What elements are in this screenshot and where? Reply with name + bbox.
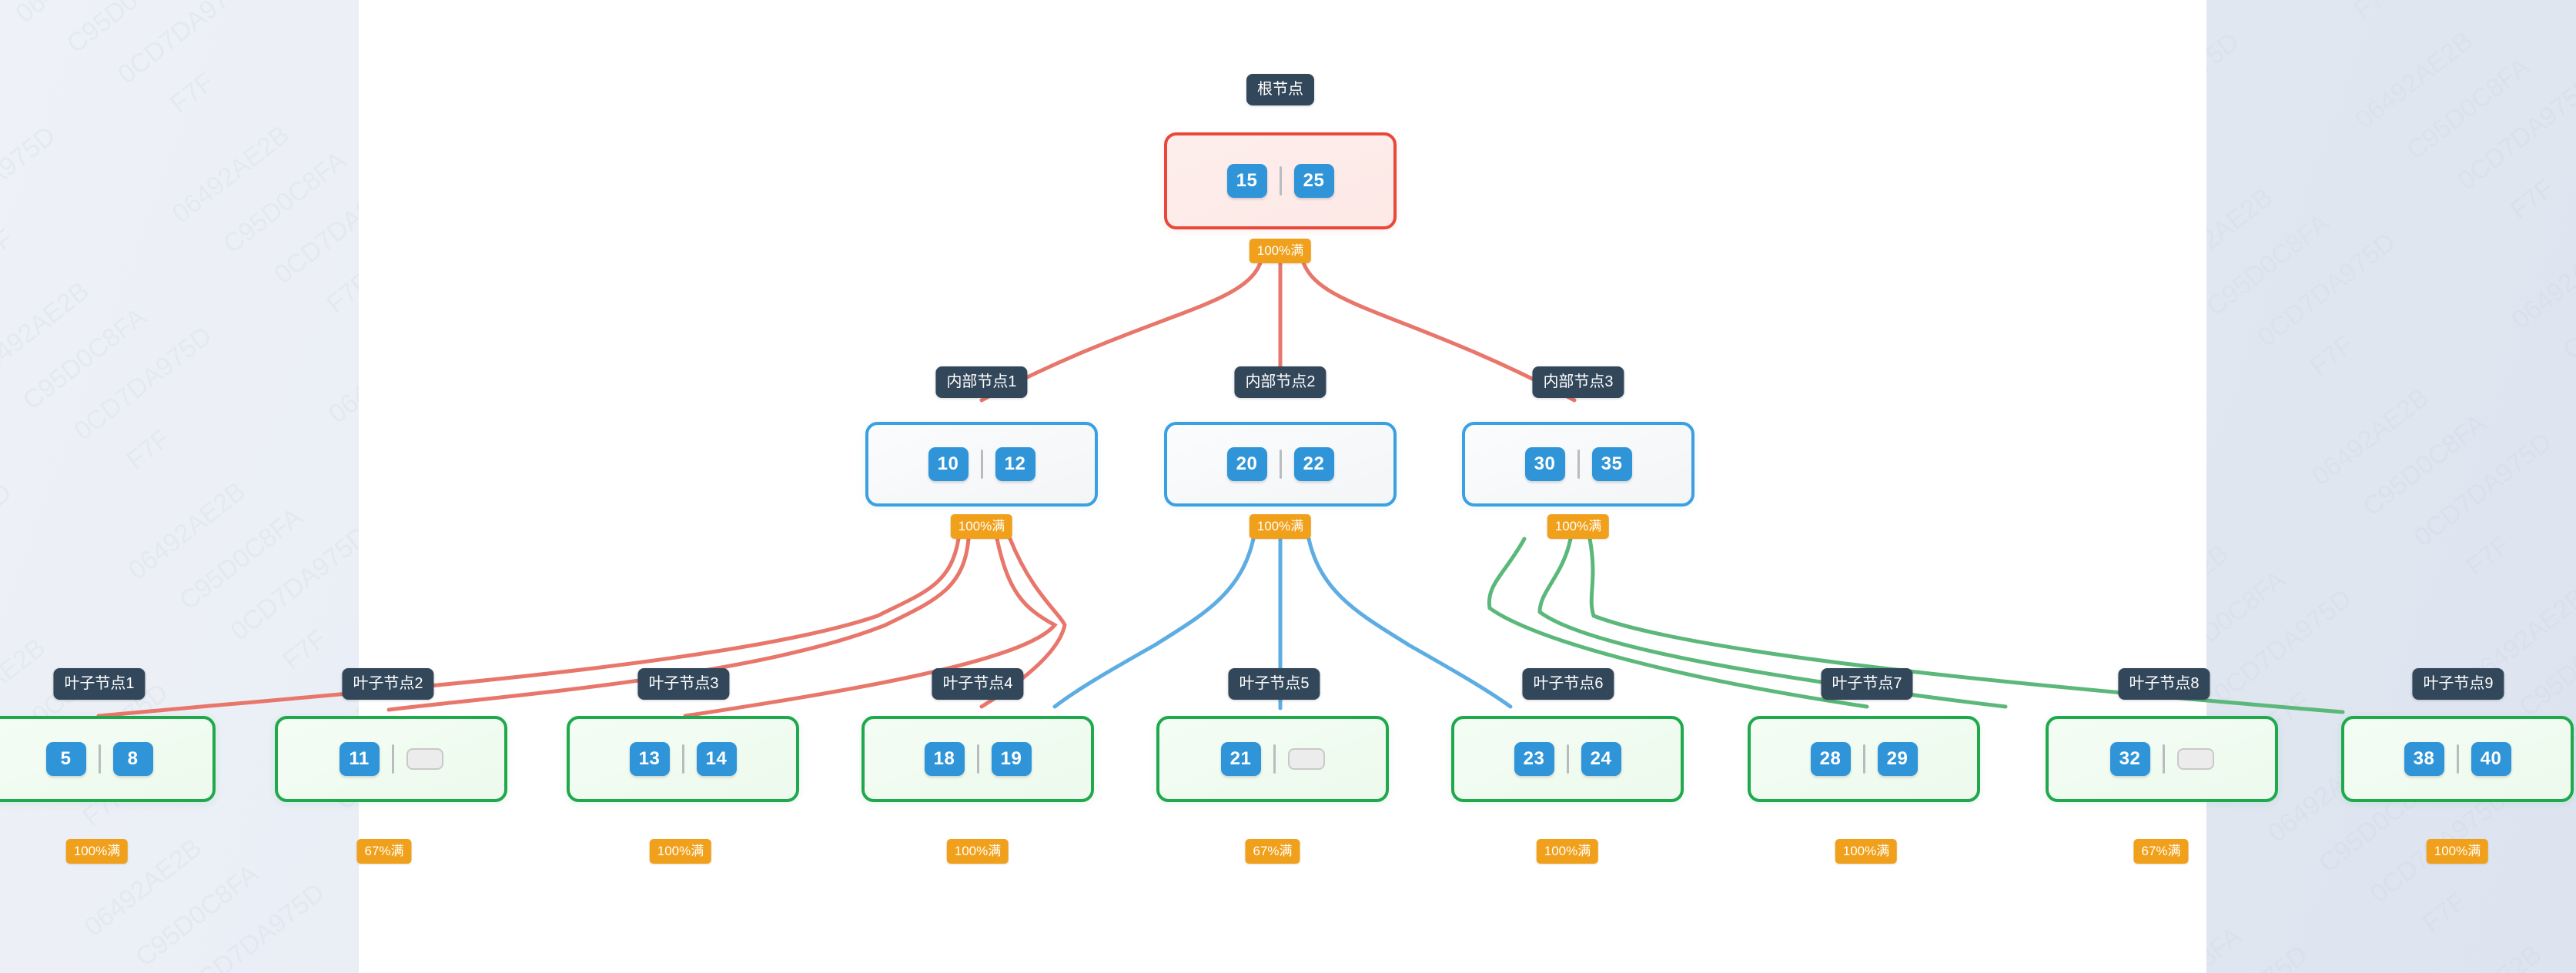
node-leaf-1[interactable]: 5 8 [0,716,216,802]
key-box[interactable]: 11 [339,742,380,776]
slot-divider [1279,450,1282,479]
fill-badge-leaf-7: 100%满 [1835,839,1898,864]
node-label-leaf-1: 叶子节点1 [53,668,146,700]
fill-badge-leaf-3: 100%满 [649,839,712,864]
key-box[interactable]: 28 [1810,742,1851,776]
key-box[interactable]: 8 [112,742,153,776]
key-box[interactable]: 30 [1524,447,1565,481]
key-box[interactable]: 19 [991,742,1032,776]
key-box[interactable]: 23 [1514,742,1554,776]
fill-badge-leaf-4: 100%满 [946,839,1009,864]
fill-badge-internal-3: 100%满 [1547,514,1610,539]
key-box[interactable]: 12 [995,447,1035,481]
leaf-6-slots: 23 24 [1514,742,1621,776]
node-label-internal-2: 内部节点2 [1234,366,1326,398]
leaf-7-slots: 28 29 [1810,742,1918,776]
node-leaf-6[interactable]: 23 24 [1451,716,1684,802]
key-box[interactable]: 10 [928,447,969,481]
slot-divider [1566,744,1569,774]
key-box[interactable]: 24 [1581,742,1621,776]
key-box[interactable]: 5 [45,742,86,776]
fill-badge-internal-1: 100%满 [950,514,1013,539]
fill-badge-leaf-1: 100%满 [65,839,129,864]
key-box[interactable]: 18 [924,742,965,776]
node-label-internal-3: 内部节点3 [1532,366,1624,398]
leaf-1-slots: 5 8 [45,742,153,776]
slot-divider [1279,166,1282,196]
node-root[interactable]: 15 25 [1164,132,1397,229]
node-internal-1[interactable]: 10 12 [865,422,1098,507]
leaf-3-slots: 13 14 [629,742,737,776]
fill-badge-leaf-2: 67%满 [356,839,412,864]
slot-divider [1273,744,1276,774]
leaf-4-slots: 18 19 [924,742,1032,776]
node-label-leaf-9: 叶子节点9 [2412,668,2504,700]
key-box[interactable]: 22 [1293,447,1334,481]
node-internal-3[interactable]: 30 35 [1462,422,1694,507]
slot-divider [1577,450,1580,479]
node-leaf-2[interactable]: 11 [275,716,507,802]
slot-divider [98,744,101,774]
slot-divider [2162,744,2165,774]
node-leaf-3[interactable]: 13 14 [567,716,799,802]
internal-3-slots: 30 35 [1524,447,1632,481]
key-box[interactable]: 35 [1591,447,1632,481]
key-box[interactable]: 25 [1293,164,1334,198]
leaf-8-slots: 32 [2109,742,2214,776]
node-label-leaf-2: 叶子节点2 [342,668,434,700]
node-label-root: 根节点 [1246,74,1314,105]
key-box[interactable]: 14 [696,742,737,776]
slot-divider [2456,744,2459,774]
key-box[interactable]: 21 [1220,742,1261,776]
leaf-2-slots: 11 [339,742,443,776]
key-box[interactable]: 40 [2471,742,2511,776]
node-leaf-7[interactable]: 28 29 [1748,716,1980,802]
slot-divider [1862,744,1865,774]
fill-badge-leaf-9: 100%满 [2426,839,2489,864]
empty-slot[interactable] [2176,748,2214,770]
node-leaf-8[interactable]: 32 [2046,716,2278,802]
fill-badge-leaf-5: 67%满 [1245,839,1300,864]
node-leaf-4[interactable]: 18 19 [861,716,1094,802]
fill-badge-root: 100%满 [1249,239,1312,263]
node-label-leaf-8: 叶子节点8 [2118,668,2210,700]
fill-badge-internal-2: 100%满 [1249,514,1312,539]
root-slots: 15 25 [1226,164,1334,198]
node-leaf-9[interactable]: 38 40 [2341,716,2574,802]
node-label-leaf-5: 叶子节点5 [1228,668,1320,700]
internal-2-slots: 20 22 [1226,447,1334,481]
node-label-leaf-7: 叶子节点7 [1821,668,1913,700]
node-label-leaf-3: 叶子节点3 [637,668,730,700]
key-box[interactable]: 38 [2404,742,2444,776]
empty-slot[interactable] [406,748,443,770]
slot-divider [976,744,979,774]
key-box[interactable]: 29 [1877,742,1918,776]
node-label-leaf-4: 叶子节点4 [932,668,1024,700]
node-internal-2[interactable]: 20 22 [1164,422,1397,507]
fill-badge-leaf-6: 100%满 [1536,839,1599,864]
slot-divider [681,744,684,774]
leaf-5-slots: 21 [1220,742,1325,776]
fill-badge-leaf-8: 67%满 [2133,839,2189,864]
key-box[interactable]: 32 [2109,742,2150,776]
leaf-9-slots: 38 40 [2404,742,2511,776]
node-label-internal-1: 内部节点1 [935,366,1028,398]
key-box[interactable]: 15 [1226,164,1267,198]
node-leaf-5[interactable]: 21 [1156,716,1389,802]
internal-1-slots: 10 12 [928,447,1035,481]
empty-slot[interactable] [1287,748,1325,770]
key-box[interactable]: 20 [1226,447,1267,481]
slot-divider [391,744,394,774]
key-box[interactable]: 13 [629,742,670,776]
slot-divider [980,450,983,479]
node-label-leaf-6: 叶子节点6 [1522,668,1614,700]
